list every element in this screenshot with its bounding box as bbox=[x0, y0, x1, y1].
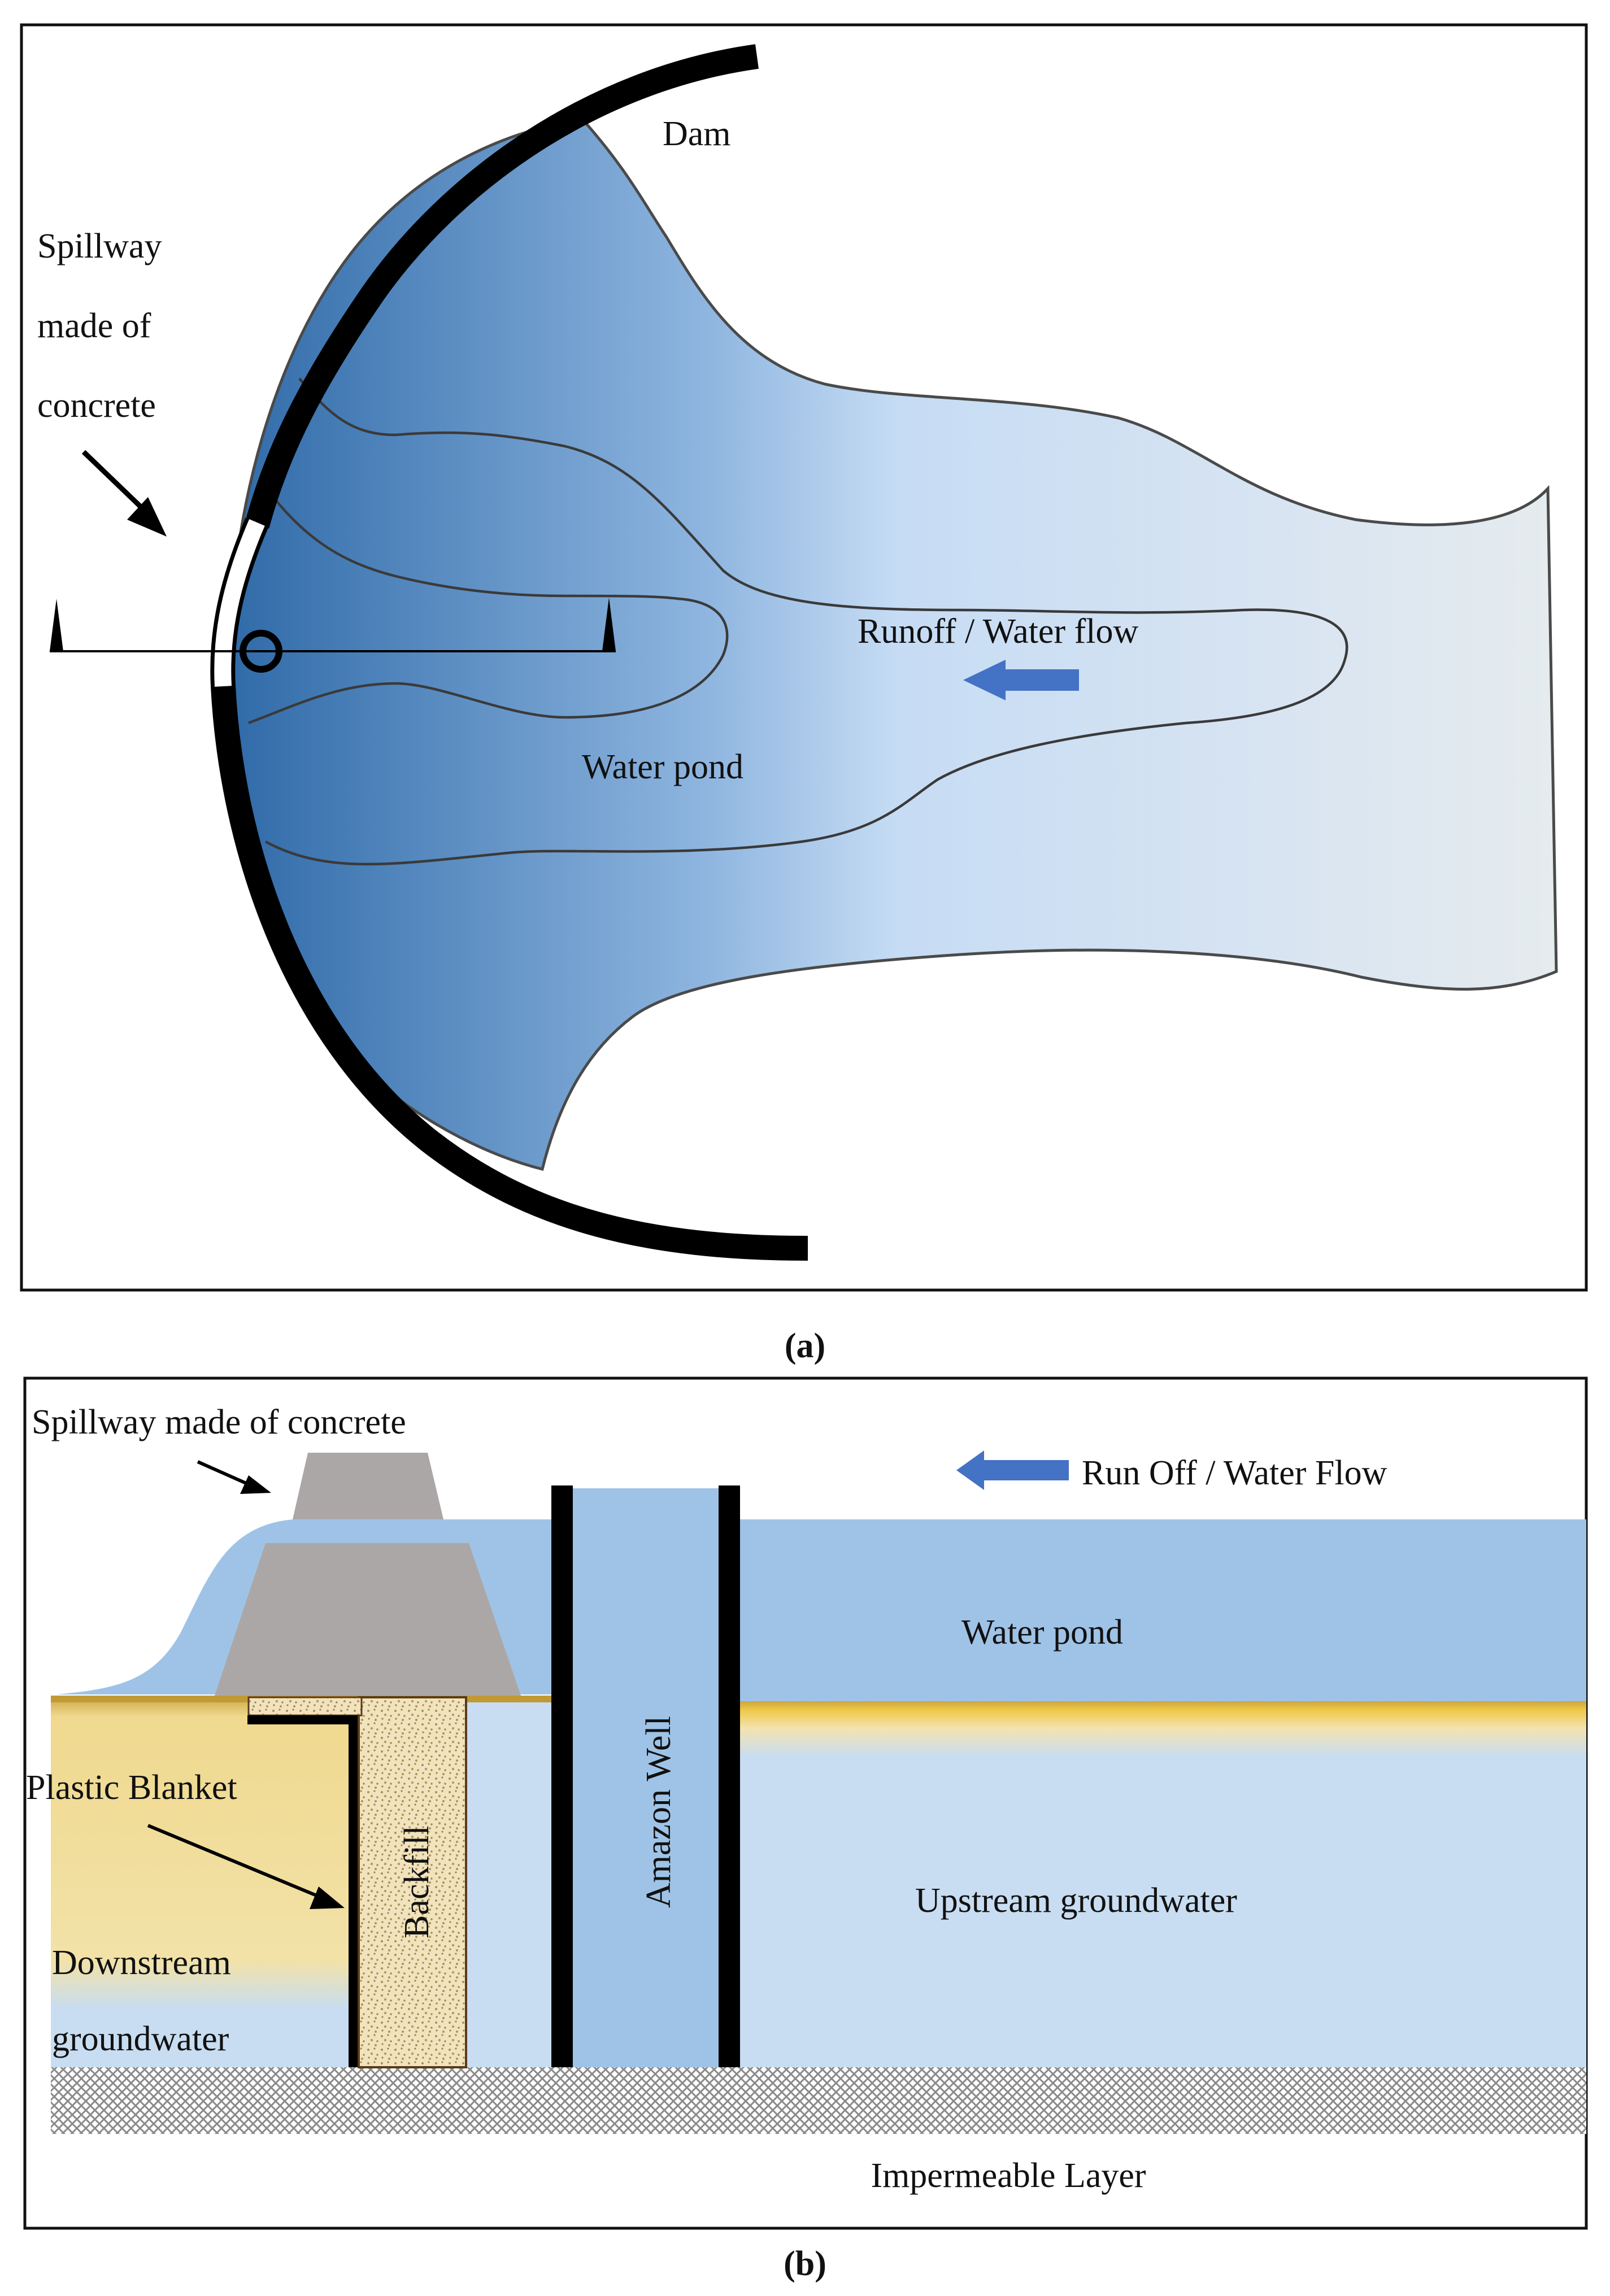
amazon-well-label: Amazon Well bbox=[639, 1716, 678, 1908]
spillway-top-block bbox=[293, 1453, 443, 1519]
downstream-soil bbox=[51, 1697, 356, 2067]
spillway-label: Spillway made of concrete bbox=[32, 1403, 406, 1441]
impermeable-layer-label: Impermeable Layer bbox=[871, 2156, 1146, 2195]
pointer-arrow-icon bbox=[127, 497, 167, 537]
spillway-label-line1: Spillway bbox=[37, 227, 162, 265]
spillway-opening bbox=[214, 519, 265, 687]
pointer-arrow-icon bbox=[197, 1460, 250, 1486]
caption-a: (a) bbox=[785, 1327, 825, 1365]
left-arrow-icon bbox=[956, 1450, 984, 1490]
dam-wall bbox=[211, 685, 808, 1261]
downstream-label-line2: groundwater bbox=[52, 2020, 229, 2058]
left-arrow-icon bbox=[978, 1460, 1069, 1480]
runoff-label: Run Off / Water Flow bbox=[1082, 1454, 1387, 1492]
upstream-soil-band bbox=[740, 1700, 1586, 1757]
contour-line bbox=[248, 479, 729, 725]
pointer-arrow-icon bbox=[147, 1824, 323, 1899]
backfill-label: Backfill bbox=[398, 1826, 436, 1938]
amazon-well-water bbox=[565, 1488, 732, 2067]
circle-marker-icon bbox=[240, 630, 282, 673]
impermeable-layer bbox=[51, 2067, 1586, 2134]
triangle-marker-icon bbox=[602, 598, 616, 651]
triangle-marker-icon bbox=[50, 599, 63, 651]
spillway-label-line2: made of bbox=[37, 307, 151, 345]
pointer-arrow-icon bbox=[310, 1887, 345, 1909]
plastic-blanket-label: Plastic Blanket bbox=[26, 1768, 237, 1807]
plastic-blanket bbox=[247, 1715, 358, 2067]
well-wall-right bbox=[719, 1485, 740, 2067]
upstream-groundwater-label: Upstream groundwater bbox=[915, 1881, 1237, 1920]
dam-label: Dam bbox=[663, 115, 731, 153]
left-arrow-icon bbox=[1003, 669, 1079, 691]
backfill-top-strip bbox=[247, 1696, 363, 1716]
contour-line bbox=[264, 377, 1348, 866]
well-wall-left bbox=[551, 1485, 573, 2067]
water-pond-label: Water pond bbox=[961, 1613, 1123, 1652]
spillway-lower-block bbox=[215, 1543, 521, 1696]
spillway-label-line3: concrete bbox=[37, 386, 156, 425]
dam-wall bbox=[245, 44, 759, 529]
downstream-label-line1: Downstream bbox=[52, 1944, 231, 1982]
runoff-label: Runoff / Water flow bbox=[858, 612, 1138, 651]
backfill bbox=[358, 1696, 467, 2068]
water-pond-label: Water pond bbox=[582, 748, 743, 786]
pointer-arrow-icon bbox=[240, 1475, 271, 1494]
caption-b: (b) bbox=[784, 2245, 826, 2283]
pointer-arrow-icon bbox=[81, 450, 145, 511]
left-arrow-icon bbox=[963, 660, 1006, 700]
